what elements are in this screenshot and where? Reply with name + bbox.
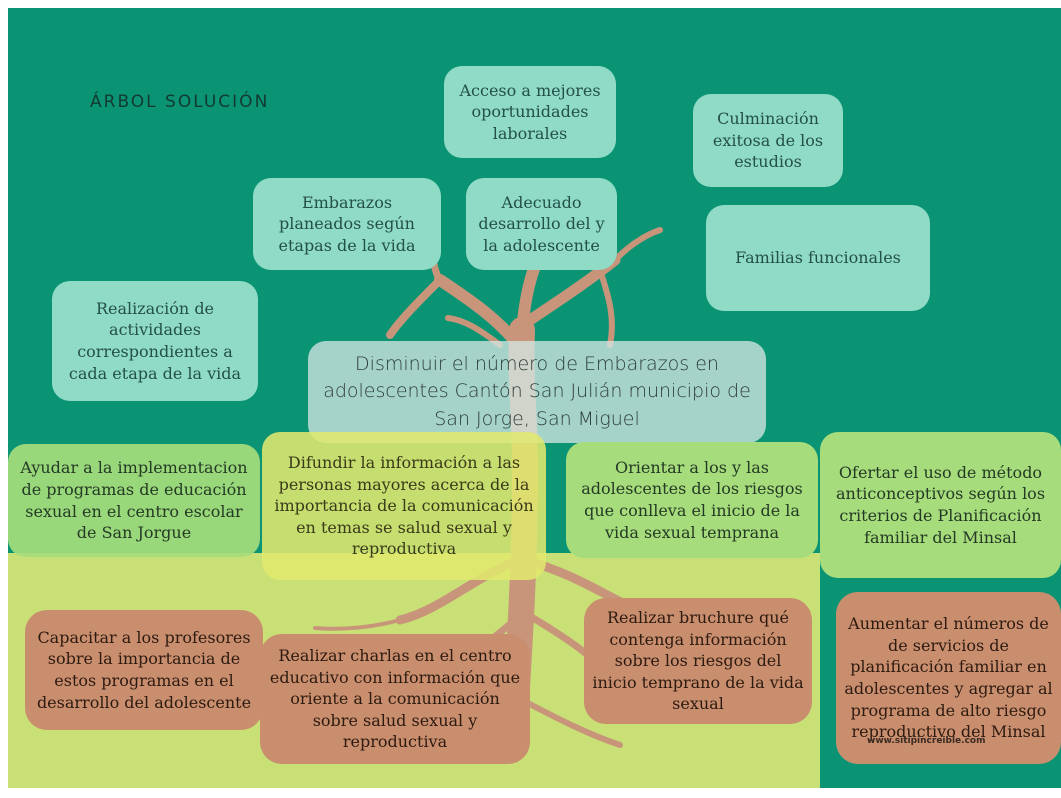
action-box-bruchure: Realizar bruchure qué contenga informaci… bbox=[584, 598, 812, 724]
fruit-box-familias: Familias funcionales bbox=[706, 205, 930, 311]
action-box-capacitar: Capacitar a los profesores sobre la impo… bbox=[25, 610, 263, 730]
watermark: www.sitipincreible.com bbox=[867, 736, 986, 746]
means-box-anticonceptivos: Ofertar el uso de método anticonceptivos… bbox=[820, 432, 1061, 578]
diagram-title: ÁRBOL SOLUCIÓN bbox=[90, 92, 270, 112]
means-box-difundir: Difundir la información a las personas m… bbox=[262, 432, 546, 580]
means-box-programas: Ayudar a la implementacion de programas … bbox=[8, 444, 260, 557]
means-box-orientar: Orientar a los y las adolescentes de los… bbox=[566, 442, 818, 558]
action-box-planificacion: Aumentar el números de de servicios de p… bbox=[836, 592, 1061, 764]
fruit-box-actividades: Realización de actividades correspondien… bbox=[52, 281, 258, 401]
central-objective-box: Disminuir el número de Embarazos en adol… bbox=[308, 341, 766, 443]
fruit-box-oportunidades: Acceso a mejores oportunidades laborales bbox=[444, 66, 616, 158]
fruit-box-embarazos-planeados: Embarazos planeados según etapas de la v… bbox=[253, 178, 441, 270]
fruit-box-desarrollo: Adecuado desarrollo del y la adolescente bbox=[466, 178, 617, 270]
action-box-charlas: Realizar charlas en el centro educativo … bbox=[260, 634, 530, 764]
fruit-box-estudios: Culminación exitosa de los estudios bbox=[693, 94, 843, 187]
